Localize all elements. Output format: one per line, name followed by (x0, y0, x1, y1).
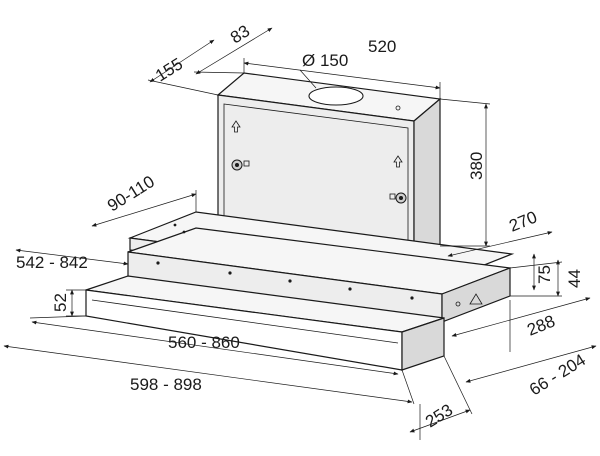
dim-253: 253 (422, 400, 456, 431)
dim-542-842: 542 - 842 (16, 253, 88, 272)
dim-380: 380 (467, 152, 486, 180)
dim-75: 75 (535, 265, 554, 284)
dim-44: 44 (565, 269, 584, 288)
dim-83: 83 (227, 21, 253, 47)
hood-chassis (85, 211, 515, 371)
dim-288: 288 (524, 311, 557, 339)
dim-52: 52 (51, 293, 70, 312)
dim-560-860: 560 - 860 (168, 333, 240, 352)
dimension-lines (3, 27, 597, 440)
dim-90-110: 90-110 (104, 172, 158, 216)
up-arrow-icon (231, 120, 241, 133)
duct-opening (308, 86, 364, 106)
lock-icon (389, 193, 396, 200)
dim-598-898: 598 - 898 (130, 375, 202, 394)
dim-duct-diameter: Ø 150 (302, 51, 348, 70)
up-arrow-icon (393, 155, 403, 168)
dim-66-204: 66 - 204 (526, 350, 589, 399)
dim-270: 270 (506, 207, 539, 235)
dim-520: 520 (368, 37, 396, 56)
dim-155: 155 (152, 54, 186, 85)
lock-icon (243, 160, 250, 167)
